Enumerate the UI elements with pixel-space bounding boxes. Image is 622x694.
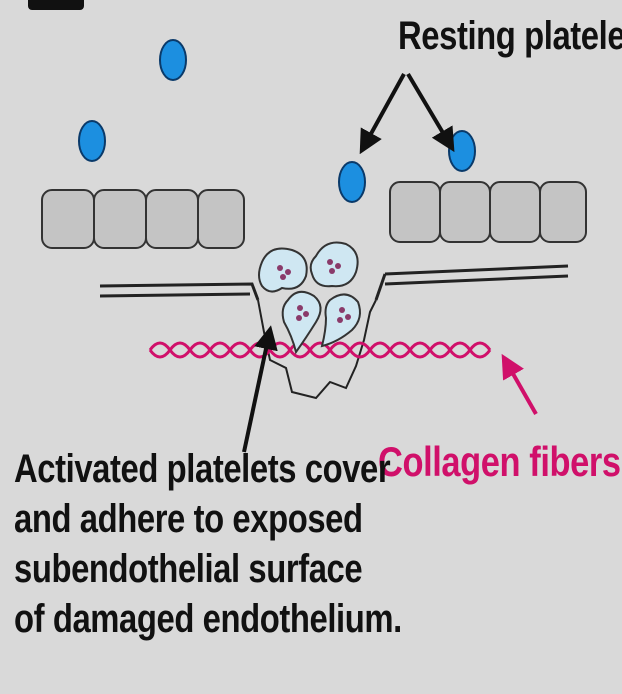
endothelial-cell [540, 182, 586, 242]
resting-platelets-label: Resting platelets [398, 14, 622, 59]
arrow-resting-right [408, 74, 452, 148]
resting-platelets [79, 40, 475, 202]
activated-platelet [283, 292, 321, 352]
caption-line: and adhere to exposed [14, 494, 402, 544]
collagen-fibers-label: Collagen fibers [378, 438, 621, 486]
endothelial-cell [94, 190, 146, 248]
arrow-collagen [504, 358, 536, 414]
caption-line: subendothelial surface [14, 544, 402, 594]
activated-platelets-caption: Activated platelets cover and adhere to … [14, 444, 402, 644]
resting-platelet [160, 40, 186, 80]
endothelial-cell [42, 190, 94, 248]
caption-line: of damaged endothelium. [14, 594, 402, 644]
endothelial-cell [490, 182, 540, 242]
arrow-resting-left [362, 74, 404, 150]
resting-platelet [79, 121, 105, 161]
activated-platelet [311, 243, 358, 287]
activated-platelet [322, 294, 360, 346]
endothelial-cell [198, 190, 244, 248]
activated-platelets [259, 243, 360, 353]
activated-platelet [259, 249, 307, 292]
resting-platelet [449, 131, 475, 171]
collagen-fibers [150, 343, 490, 357]
endothelial-cells-right [390, 182, 586, 242]
endothelial-cell [440, 182, 490, 242]
endothelial-cell [390, 182, 440, 242]
caption-line: Activated platelets cover [14, 444, 402, 494]
resting-platelet [339, 162, 365, 202]
endothelial-cell [146, 190, 198, 248]
endothelial-cells-left [42, 190, 244, 248]
